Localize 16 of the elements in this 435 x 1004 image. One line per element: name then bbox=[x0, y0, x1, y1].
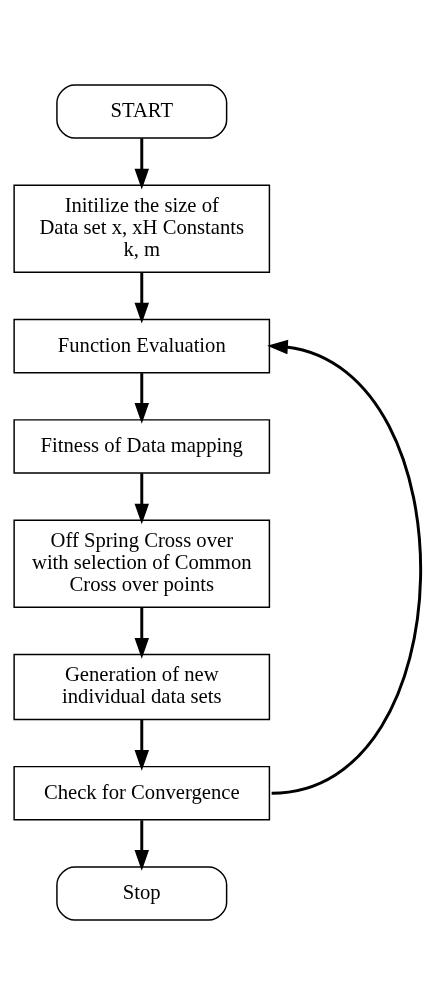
arrow bbox=[134, 606, 149, 659]
node-box: Off Spring Cross over with selection of Common Cross over points bbox=[13, 518, 271, 608]
arrow bbox=[134, 272, 149, 323]
arrow bbox=[134, 819, 149, 871]
arrow bbox=[134, 472, 149, 524]
node-box: START bbox=[56, 83, 228, 139]
node-box: Generation of new individual data sets bbox=[13, 653, 271, 720]
arrow bbox=[267, 339, 422, 795]
node-box: Function Evaluation bbox=[13, 318, 271, 373]
arrow bbox=[134, 372, 149, 424]
node-box: Fitness of Data mapping bbox=[13, 418, 271, 474]
node-box: Stop bbox=[56, 865, 228, 921]
arrow bbox=[134, 137, 149, 189]
node-box: Check for Convergence bbox=[13, 765, 271, 820]
node-box: Initilize the size of Data set x, xH Constants k, m bbox=[13, 184, 271, 273]
arrow bbox=[134, 718, 149, 771]
